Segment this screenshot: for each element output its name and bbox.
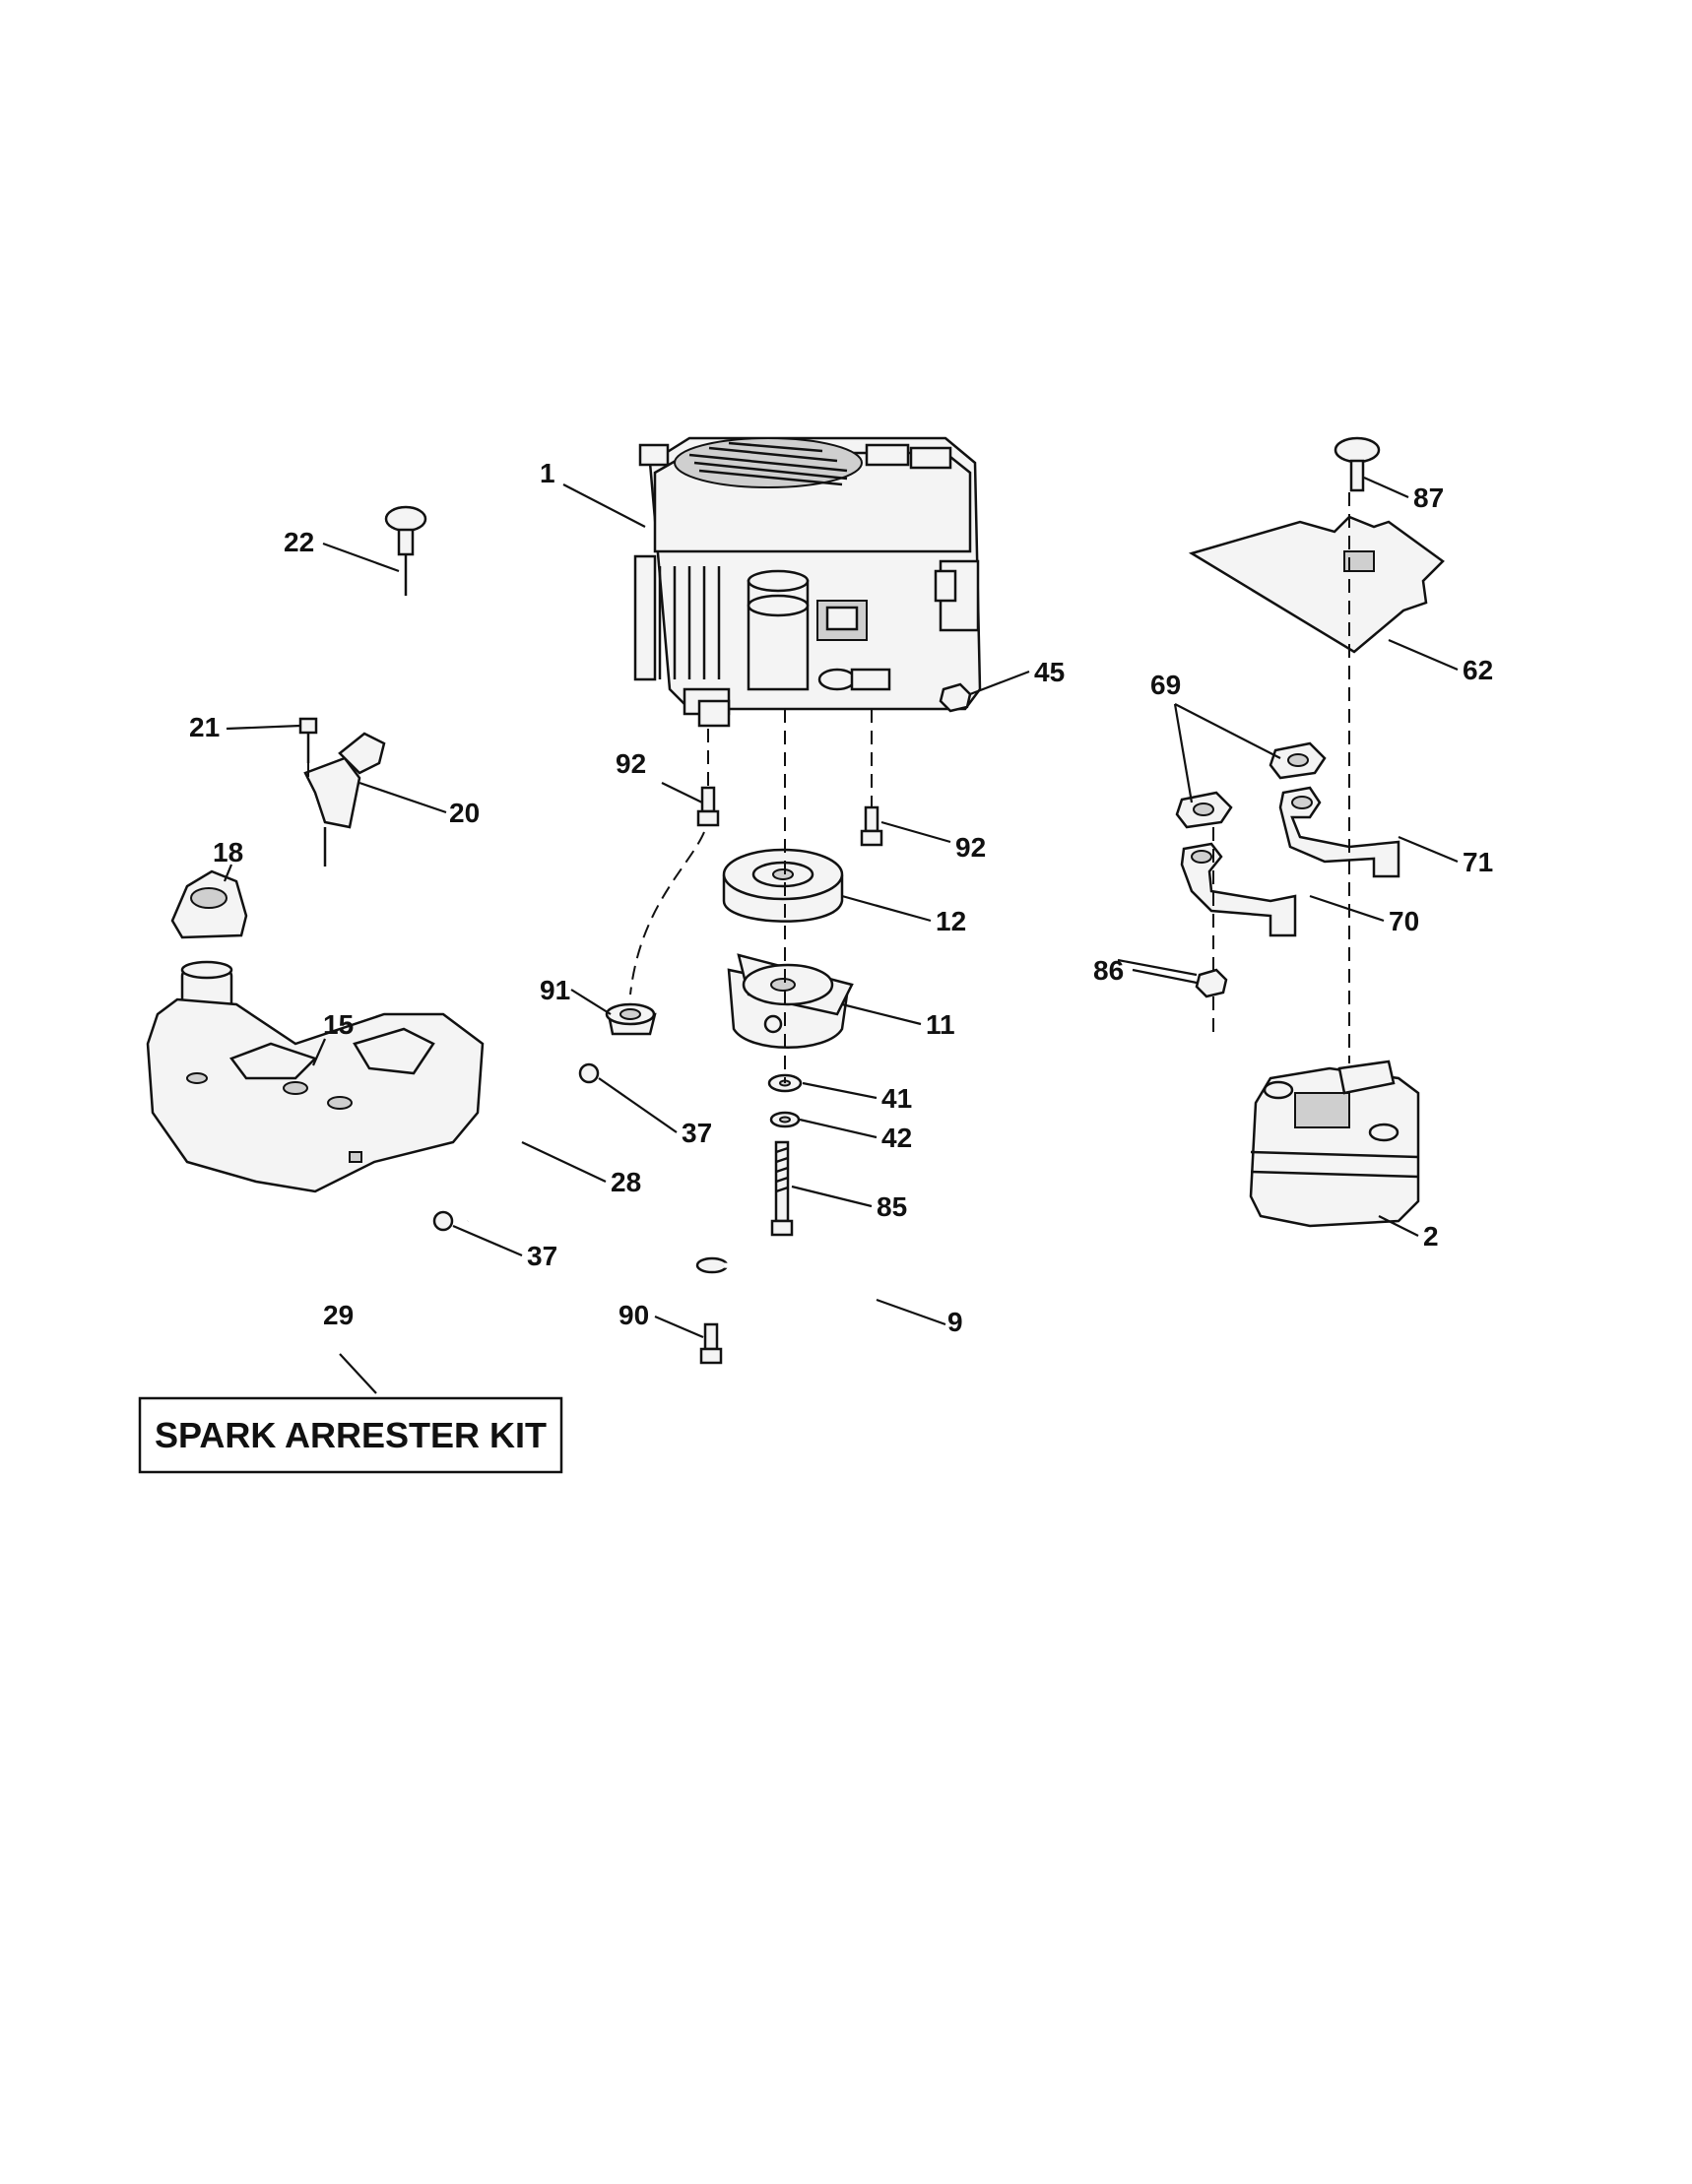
leader-lines (223, 476, 1459, 1394)
spark-arrester-kit-box: SPARK ARRESTER KIT (138, 1396, 563, 1474)
label-part-92-left: 92 (616, 748, 646, 779)
pulley (722, 848, 844, 923)
heat-shield (1188, 436, 1445, 654)
label-part-18: 18 (213, 837, 243, 867)
spark-arrester-kit-label: SPARK ARRESTER KIT (155, 1415, 547, 1455)
label-part-70: 70 (1389, 906, 1419, 936)
label-part-92-right: 92 (955, 832, 986, 863)
engine-bolts (696, 786, 883, 847)
label-part-2: 2 (1423, 1221, 1439, 1252)
muffler (1249, 1060, 1420, 1228)
fuel-cap (170, 869, 248, 939)
label-part-85: 85 (877, 1191, 907, 1222)
gaskets (1175, 741, 1327, 829)
label-part-69: 69 (1150, 670, 1181, 700)
label-part-12: 12 (936, 906, 966, 936)
label-part-1: 1 (540, 458, 555, 488)
exhaust-pipes (1180, 786, 1400, 937)
label-part-29: 29 (323, 1300, 354, 1330)
part-labels: 1 2 9 11 12 15 18 20 21 22 28 29 37 37 4… (189, 458, 1493, 1337)
plug (384, 505, 427, 596)
label-part-37-lower: 37 (527, 1241, 557, 1271)
label-part-37-upper: 37 (682, 1118, 712, 1148)
alignment-lines (307, 492, 1350, 1083)
label-part-11: 11 (926, 1009, 955, 1040)
label-part-91: 91 (540, 975, 570, 1005)
label-part-86: 86 (1093, 955, 1124, 986)
clutch (727, 953, 854, 1049)
bracket-assembly (298, 717, 386, 867)
label-part-20: 20 (449, 798, 480, 828)
engine-nut (939, 682, 972, 713)
label-part-9: 9 (947, 1307, 963, 1337)
label-part-87: 87 (1413, 482, 1444, 513)
label-part-71: 71 (1463, 847, 1493, 877)
label-part-15: 15 (323, 1009, 354, 1040)
fuel-tank (146, 960, 485, 1193)
label-part-28: 28 (611, 1167, 641, 1197)
long-bolt (770, 1140, 794, 1237)
engine (633, 436, 982, 728)
spacer (605, 1002, 657, 1036)
exhaust-nut (1195, 968, 1228, 998)
label-part-90: 90 (618, 1300, 649, 1330)
label-part-22: 22 (284, 527, 314, 557)
fuel-line (432, 1062, 600, 1232)
label-part-41: 41 (881, 1083, 912, 1114)
label-part-42: 42 (881, 1123, 912, 1153)
rod-assembly (695, 1256, 889, 1386)
label-part-62: 62 (1463, 655, 1493, 685)
label-part-21: 21 (189, 712, 220, 742)
label-part-45: 45 (1034, 657, 1065, 687)
